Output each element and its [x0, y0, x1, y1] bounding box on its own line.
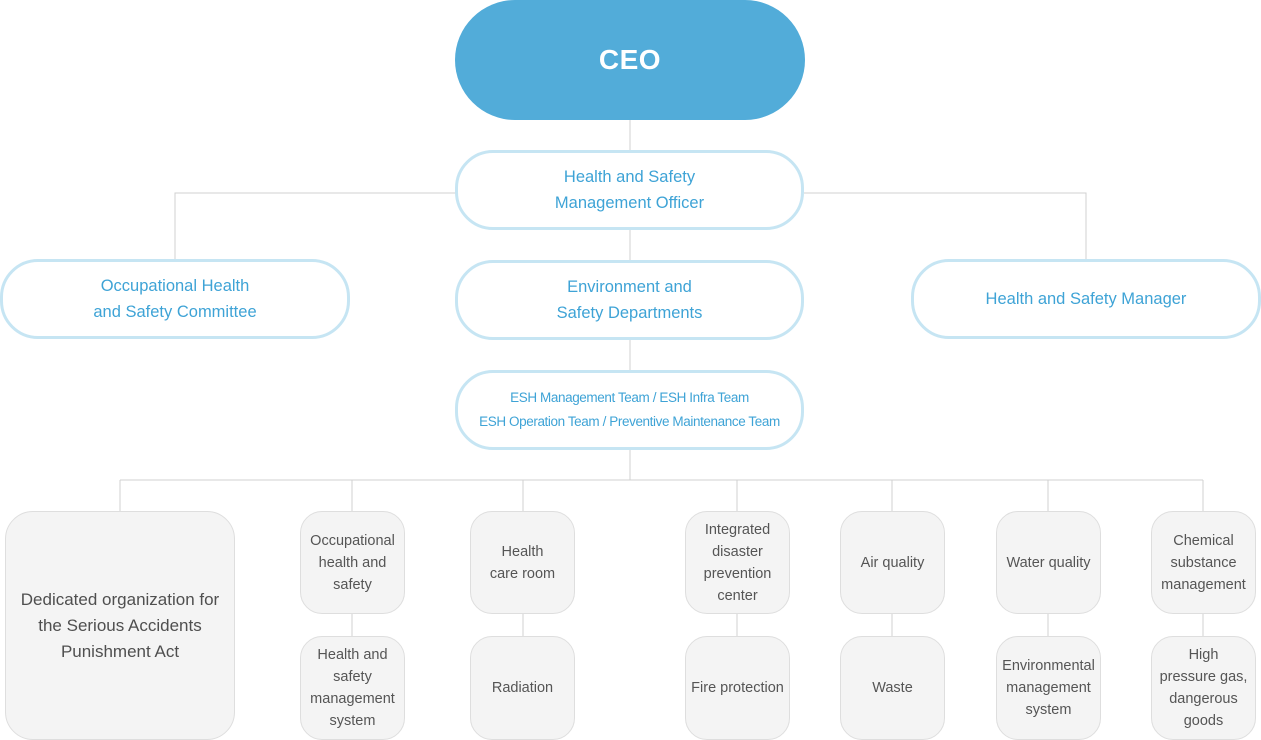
unit-occupational-health: Occupational health and safety: [300, 511, 405, 614]
unit-chemical-substance: Chemical substance management: [1151, 511, 1256, 614]
unit-dedicated-organization: Dedicated organization for the Serious A…: [5, 511, 235, 740]
unit-air-quality: Air quality: [840, 511, 945, 614]
unit-health-care-room: Health care room: [470, 511, 575, 614]
unit-water-quality: Water quality: [996, 511, 1101, 614]
unit-radiation: Radiation: [470, 636, 575, 740]
unit-disaster-prevention: Integrated disaster prevention center: [685, 511, 790, 614]
unit-high-pressure-gas: High pressure gas, dangerous goods: [1151, 636, 1256, 740]
unit-hs-management-system: Health and safety management system: [300, 636, 405, 740]
officer-node: Health and Safety Management Officer: [455, 150, 804, 230]
connector-officer-manager: [804, 192, 1087, 261]
departments-node: Environment and Safety Departments: [455, 260, 804, 340]
teams-node: ESH Management Team / ESH Infra Team ESH…: [455, 370, 804, 450]
connector-officer-committee: [174, 192, 456, 261]
committee-node: Occupational Health and Safety Committee: [0, 259, 350, 339]
unit-environmental-management: Environmental management system: [996, 636, 1101, 740]
manager-node: Health and Safety Manager: [911, 259, 1261, 339]
ceo-node: CEO: [455, 0, 805, 120]
unit-fire-protection: Fire protection: [685, 636, 790, 740]
unit-waste: Waste: [840, 636, 945, 740]
